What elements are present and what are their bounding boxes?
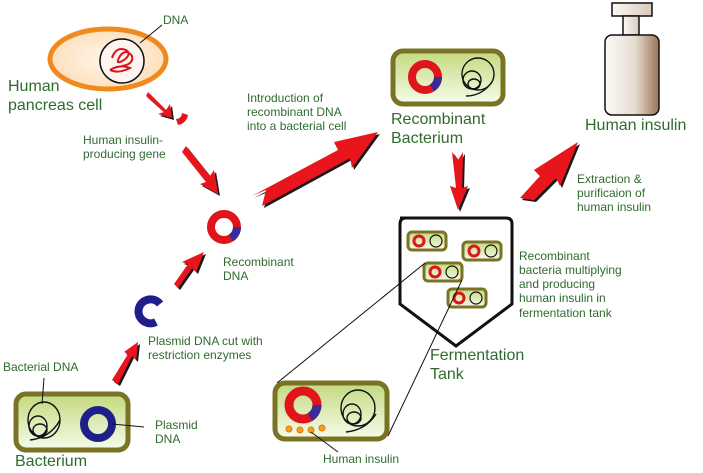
arrow-introduction [252,132,378,206]
fermentation-tank [398,216,514,348]
arrow-bacterium-to-plasmid [112,342,138,384]
label-human-insulin-dots: Human insulin [323,452,400,466]
label-introduction: Introduction of recombinant DNA into a b… [247,91,347,134]
label-plasmid-dna: Plasmid DNA [155,418,198,447]
enlarged-bacterium [272,380,390,453]
human-dna-strand [109,48,134,73]
bacterial-dna-coil [27,401,61,441]
insulin-dots [285,424,326,434]
recombinant-dna-ring [207,210,242,244]
label-bacterium: Bacterium [15,453,88,470]
arrow-plasmid-to-recombinant [174,252,204,288]
cut-plasmid [134,295,164,328]
label-human-insulin-vial: Human insulin [585,117,687,134]
plasmid-pointer-line [111,423,145,428]
recombinant-bacterium [390,48,506,107]
tank-bacterium [422,261,464,283]
label-fermentation-tank: Fermentation Tank [430,347,525,383]
label-insulin-gene: Human insulin- producing gene [83,133,166,162]
label-recombinant-dna: Recombinant DNA [223,255,294,284]
bacterial-dna-pointer-line [41,377,45,405]
tank-bacterium [446,287,488,309]
arrow-bacterium-to-tank [450,152,468,210]
label-plasmid-cut: Plasmid DNA cut with restriction enzymes [148,334,263,363]
insulin-pointer-line [310,431,339,453]
zoom-line-right [387,279,463,437]
insulin-vial [604,2,660,116]
arrow-cell-to-gene [146,92,172,118]
insulin-gene-fragment [176,113,188,125]
label-multiplying: Recombinant bacteria multiplying and pro… [519,249,622,320]
label-extraction: Extraction & purificaion of human insuli… [577,172,652,215]
zoom-line-left [276,262,426,384]
label-recombinant-bacterium: Recombinant Bacterium [391,111,486,147]
arrow-tank-to-insulin [520,142,578,200]
bacterium [13,377,145,453]
tank-bacterium [406,230,448,252]
label-dna: DNA [163,13,189,27]
label-bacterial-dna: Bacterial DNA [3,360,79,374]
arrow-gene-to-recombinant [182,146,218,194]
dna-pointer-line [139,24,163,44]
pancreas-cell [47,24,169,92]
tank-bacterium [461,240,503,262]
label-human-pancreas-cell: Human pancreas cell [8,78,103,114]
